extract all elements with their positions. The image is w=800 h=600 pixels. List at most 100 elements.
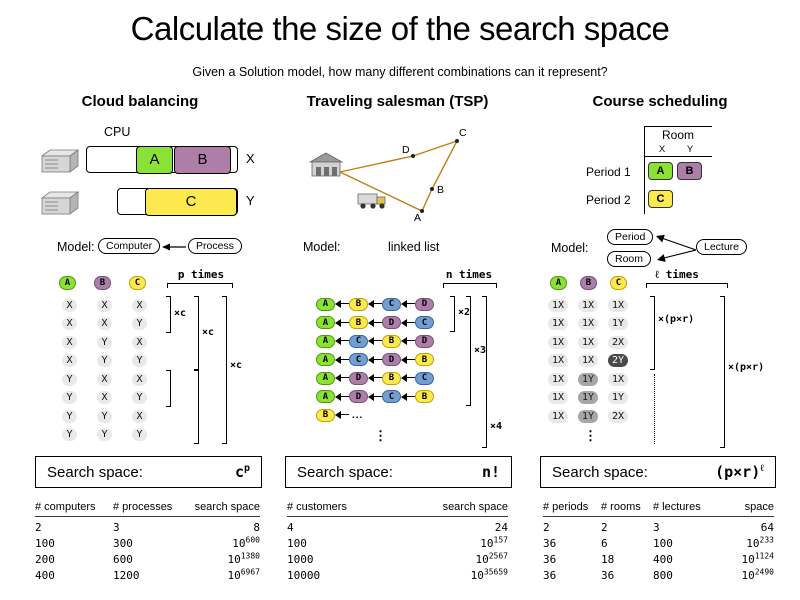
bracket-rows-1-8 (222, 296, 227, 444)
horizontal-bracket (646, 283, 728, 288)
search-space-box: Search space: (p×r)ℓ (540, 456, 776, 488)
table-header: space (744, 501, 774, 513)
exponent: 2567 (488, 550, 508, 560)
left-arrow-icon (335, 316, 349, 329)
left-arrow-icon (335, 409, 349, 422)
value-pill: 1Y (577, 409, 599, 423)
table-cell: 400 (653, 552, 673, 566)
value-pill: 1X (547, 317, 569, 331)
value-pill: Y (132, 428, 147, 442)
value-pill: 1X (547, 372, 569, 386)
grid-cell: Y (52, 428, 87, 442)
value-pill: 1X (577, 298, 599, 312)
table-cell: 106967 (227, 566, 260, 582)
grid-cell: 2X (603, 335, 633, 349)
left-arrow-icon (368, 316, 382, 329)
table-cell: 10600 (232, 534, 260, 550)
table-cell: 300 (113, 536, 133, 550)
table-cell: 600 (113, 552, 133, 566)
grid-cell: X (87, 317, 122, 331)
exponent: 157 (493, 534, 508, 544)
horizontal-bracket (167, 283, 233, 288)
grid-cell: X (52, 335, 87, 349)
entity-node-c: C (129, 276, 146, 290)
map-point-b: B (437, 184, 444, 196)
value-pill: 1X (547, 335, 569, 349)
mult-pxr-label: ×(p×r) (658, 314, 695, 325)
value-pill: 1X (547, 354, 569, 368)
value-pill: 1Y (607, 317, 629, 331)
value-pill: Y (97, 428, 112, 442)
entity-node-d: D (382, 316, 401, 330)
entity-node-b: B (415, 390, 434, 404)
mult-2-label: ×2 (458, 307, 471, 318)
formula-c-pow-p: cp (235, 463, 250, 481)
table-cell: 800 (653, 568, 673, 582)
p-times-label: p times (177, 268, 225, 281)
grid-cell: 1X (543, 391, 573, 405)
bracket-all-rows (720, 296, 725, 448)
mult-3-label: ×3 (474, 345, 487, 356)
left-arrow-icon (368, 298, 382, 311)
mult-4-label: ×4 (490, 421, 503, 432)
exponent: 6967 (240, 566, 260, 576)
grid-cell: X (87, 372, 122, 386)
entity-node-a: A (316, 353, 335, 367)
grid-cell: Y (87, 409, 122, 423)
value-pill: 1X (547, 391, 569, 405)
table-cell: 4 (287, 520, 294, 534)
grid-cell: 1X (543, 354, 573, 368)
table-cell: 101124 (741, 550, 774, 566)
search-space-label: Search space: (47, 463, 143, 481)
formula-pxr-pow-l: (p×r)ℓ (715, 463, 764, 481)
left-arrow-icon (401, 298, 415, 311)
value-pill: X (62, 298, 77, 312)
grid-cell: 1Y (573, 409, 603, 423)
value-pill: Y (62, 428, 77, 442)
page-title: Calculate the size of the search space (130, 10, 670, 47)
entity-node-c: C (349, 334, 368, 348)
table-header: # lectures (653, 501, 701, 513)
value-pill: 2X (607, 335, 629, 349)
chain-row-partial: B... (316, 406, 434, 425)
column-header-tsp: Traveling salesman (TSP) (306, 93, 489, 110)
value-pill: 2Y (607, 354, 629, 368)
table-cell: 200 (35, 552, 55, 566)
exponent: 1380 (240, 550, 260, 560)
entity-node-a: A (316, 371, 335, 385)
lecture-cell-a: A (648, 162, 673, 180)
process-block-c: C (145, 187, 237, 216)
table-cell: 2 (601, 520, 608, 534)
value-pill: Y (62, 391, 77, 405)
entity-node-d: D (415, 334, 434, 348)
entity-node-b: B (382, 371, 401, 385)
cpu-bar-x: A B (86, 145, 238, 174)
grid-cell: 2X (603, 409, 633, 423)
table-cell: 36 (601, 568, 615, 582)
bracket-rows-1-4 (650, 296, 655, 370)
value-pill: X (97, 298, 112, 312)
table-cell: 8 (253, 520, 260, 534)
model-value: linked list (388, 240, 440, 254)
grid-cell: 2Y (603, 354, 633, 368)
entity-node-d: D (415, 297, 434, 311)
bracket-rows-1-4 (194, 296, 199, 370)
grid-cell: Y (87, 354, 122, 368)
table-rule (35, 516, 260, 517)
process-block-b: B (174, 145, 231, 174)
left-arrow-icon (335, 335, 349, 348)
ellipsis: ... (352, 409, 364, 421)
grid-cell: X (122, 298, 157, 312)
